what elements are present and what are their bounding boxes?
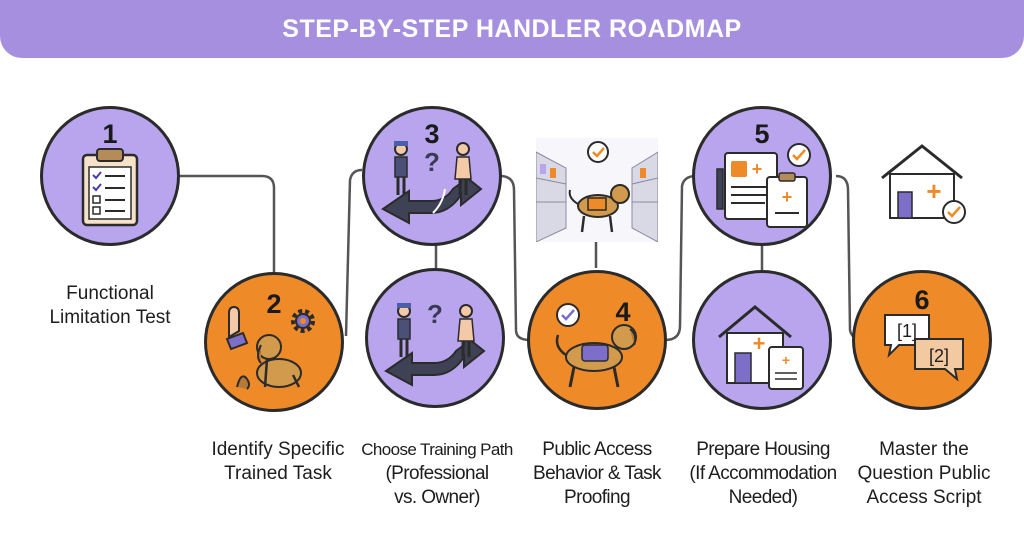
question-mark-icon: ? <box>427 299 443 329</box>
page-title: STEP-BY-STEP HANDLER ROADMAP <box>282 14 742 43</box>
step-4-number: 4 <box>615 297 631 327</box>
clipboard-checklist-icon <box>81 148 139 227</box>
step-2-number: 2 <box>266 289 282 319</box>
step-2-circle: 2 <box>204 272 344 412</box>
step-5-label: Prepare Housing (If Accommodation Needed… <box>689 439 837 508</box>
question-mark-icon: ? <box>424 147 440 177</box>
svg-text:+: + <box>752 159 763 179</box>
step-3-label: Choose Training Path (Professional vs. O… <box>361 440 513 508</box>
step-5-number: 5 <box>754 119 770 149</box>
step-6-circle: 6 [1] [2] <box>852 270 992 410</box>
house-check-icon: + <box>881 144 966 224</box>
title-banner: STEP-BY-STEP HANDLER ROADMAP <box>0 0 1024 58</box>
service-dog-aisle-icon <box>535 138 659 243</box>
house-document-icon: + + <box>718 305 804 390</box>
step-2-label: Identify Specific Trained Task <box>211 439 345 484</box>
step-3-image-circle: ? <box>365 268 505 408</box>
step-1-circle: 1 <box>40 106 180 246</box>
svg-text:+: + <box>782 187 793 207</box>
step-6-number: 6 <box>914 285 930 315</box>
step-1-number: 1 <box>102 119 118 149</box>
step-1-label: Functional Limitation Test <box>49 283 171 328</box>
step-6-label: Master the Question Public Access Script <box>857 439 991 508</box>
svg-text:+: + <box>753 331 766 356</box>
step-5-circle: 5 + + <box>692 106 832 246</box>
connector-3-4 <box>499 174 531 342</box>
crossroads-people-icon: ? <box>381 141 483 225</box>
step-3-number: 3 <box>424 119 440 149</box>
store-aisle-scene <box>535 138 659 243</box>
hand-dog-gear-icon <box>225 305 315 390</box>
documents-icon: + + <box>716 143 811 228</box>
step-4-label: Public Access Behavior & Task Proofing <box>533 439 662 508</box>
connector-2-3 <box>344 168 363 337</box>
connector-4-5 <box>664 174 697 342</box>
connector-1-2 <box>180 174 276 290</box>
svg-text:+: + <box>926 176 941 206</box>
step-4-circle: 4 <box>527 270 667 410</box>
svg-text:+: + <box>782 352 790 368</box>
gear-icon <box>291 309 315 333</box>
speech-bubbles-icon: [1] [2] <box>884 314 964 382</box>
bubble-1-text: [1] <box>897 321 917 341</box>
step-5-image-circle: + + <box>692 270 832 410</box>
bubble-2-text: [2] <box>929 346 949 366</box>
service-dog-vest-icon <box>555 303 637 388</box>
step-3-circle: 3 ? <box>362 106 502 246</box>
crossroads-people-icon: ? <box>384 299 486 387</box>
house-scene: + <box>872 136 994 240</box>
